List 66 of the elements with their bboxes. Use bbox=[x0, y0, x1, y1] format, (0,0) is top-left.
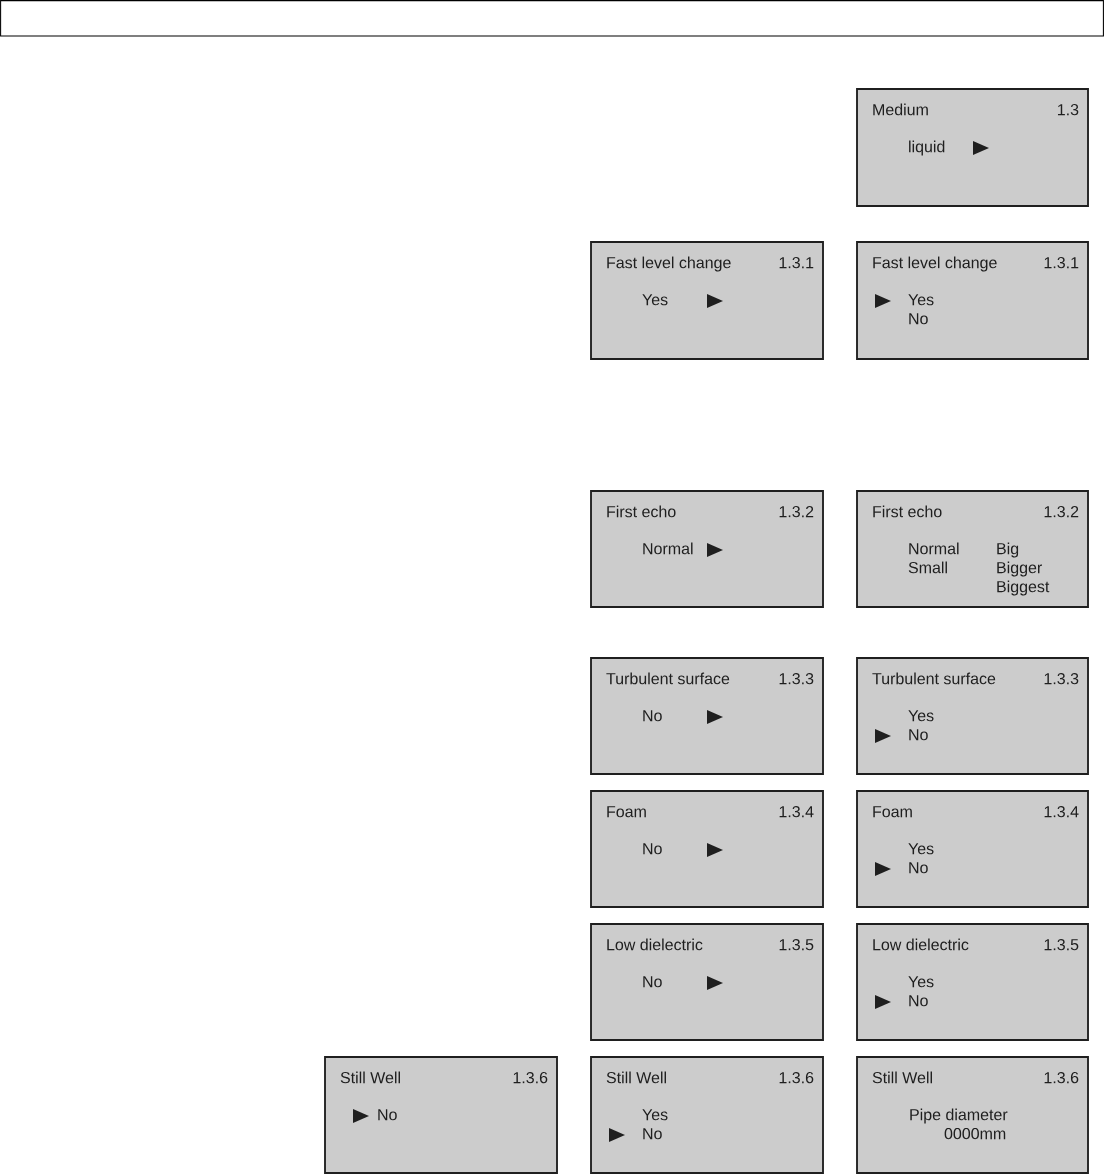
menu-option: No bbox=[909, 862, 928, 874]
screen-title: Turbulent surface bbox=[606, 672, 730, 685]
screen-title: Foam bbox=[607, 806, 646, 818]
menu-option: No bbox=[643, 976, 662, 988]
menu-number: 1.3.3 bbox=[1044, 673, 1079, 685]
menu-option: Yes bbox=[908, 710, 934, 722]
menu-option: No bbox=[909, 729, 928, 741]
screen-title: Still Well bbox=[340, 1071, 400, 1084]
display-screen bbox=[590, 1056, 824, 1174]
menu-number: 1.3 bbox=[1058, 103, 1079, 116]
display-screen bbox=[856, 790, 1089, 908]
screen-title: Still Well bbox=[606, 1071, 666, 1084]
menu-option: No bbox=[643, 1128, 662, 1140]
menu-option: Bigger bbox=[997, 561, 1042, 577]
menu-option: Biggest bbox=[997, 580, 1050, 596]
display-screen bbox=[856, 88, 1089, 207]
display-screen bbox=[590, 657, 824, 775]
menu-option: Normal bbox=[643, 542, 693, 555]
display-screen bbox=[856, 1056, 1089, 1174]
menu-number: 1.3.1 bbox=[1044, 256, 1079, 269]
screen-title: Turbulent surface bbox=[872, 672, 996, 685]
menu-option: No bbox=[909, 313, 928, 325]
menu-option: Yes bbox=[908, 294, 934, 306]
menu-option: Pipe diameter bbox=[910, 1108, 1008, 1124]
menu-option: Yes bbox=[642, 1109, 668, 1121]
menu-option: No bbox=[643, 843, 662, 855]
display-screen bbox=[590, 490, 824, 608]
menu-number: 1.3.6 bbox=[1044, 1072, 1079, 1084]
display-screen bbox=[856, 923, 1089, 1041]
menu-option: Yes bbox=[908, 843, 934, 855]
screen-title: Low dielectric bbox=[607, 938, 703, 951]
menu-option: No bbox=[909, 995, 928, 1007]
menu-option: Normal bbox=[909, 542, 959, 555]
screen-title: Still Well bbox=[872, 1071, 932, 1084]
menu-number: 1.3.6 bbox=[513, 1072, 548, 1084]
menu-option: 0000mm bbox=[944, 1128, 1006, 1140]
display-screen bbox=[856, 490, 1089, 608]
display-screen bbox=[590, 241, 824, 360]
display-screen bbox=[324, 1056, 558, 1174]
screen-title: Fast level change bbox=[607, 256, 731, 272]
menu-number: 1.3.4 bbox=[1044, 806, 1079, 818]
menu-number: 1.3.2 bbox=[1044, 505, 1079, 518]
display-screen bbox=[590, 790, 824, 908]
screen-title: Low dielectric bbox=[873, 938, 969, 951]
screen-title: Foam bbox=[873, 806, 912, 818]
menu-number: 1.3.3 bbox=[779, 673, 814, 685]
screen-title: Medium bbox=[873, 103, 928, 116]
screen-title: First echo bbox=[873, 505, 942, 518]
menu-option: Small bbox=[908, 561, 947, 574]
menu-number: 1.3.5 bbox=[1044, 939, 1079, 951]
menu-number: 1.3.5 bbox=[779, 939, 814, 951]
menu-option: Yes bbox=[642, 294, 668, 306]
menu-option: No bbox=[643, 710, 662, 722]
menu-option: Big bbox=[997, 542, 1019, 558]
display-screen bbox=[856, 657, 1089, 775]
screen-title: First echo bbox=[607, 505, 676, 518]
screen-title: Fast level change bbox=[873, 256, 997, 272]
display-screen bbox=[856, 241, 1089, 360]
menu-number: 1.3.2 bbox=[779, 505, 814, 518]
menu-number: 1.3.6 bbox=[779, 1072, 814, 1084]
menu-number: 1.3.1 bbox=[779, 256, 814, 269]
display-screen bbox=[590, 923, 824, 1041]
menu-option: liquid bbox=[909, 140, 945, 156]
menu-option: No bbox=[378, 1109, 397, 1121]
menu-number: 1.3.4 bbox=[779, 806, 814, 818]
menu-option: Yes bbox=[908, 976, 934, 988]
